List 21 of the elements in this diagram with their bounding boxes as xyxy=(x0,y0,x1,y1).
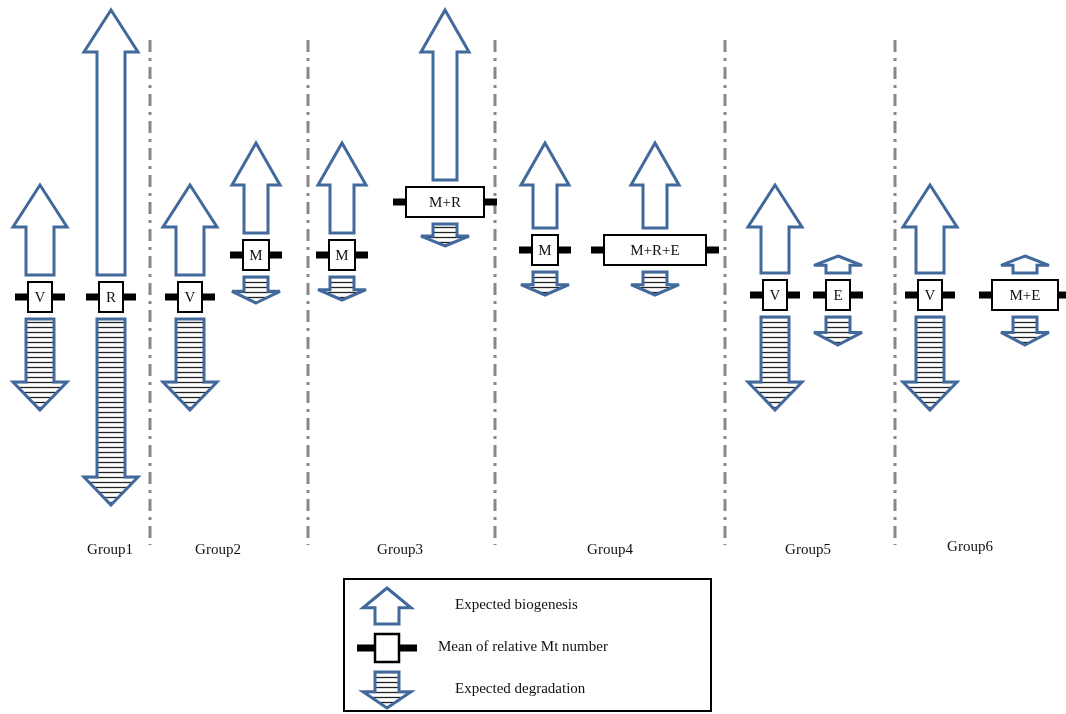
legend-text: Expected degradation xyxy=(455,680,586,697)
mean-box: V xyxy=(177,281,203,313)
mean-box: M xyxy=(242,239,270,271)
group-label: Group2 xyxy=(195,541,241,558)
mean-box: M+R+E xyxy=(603,234,707,266)
group-label: Group1 xyxy=(87,541,133,558)
mean-box: V xyxy=(27,281,53,313)
mean-box: E xyxy=(825,279,851,311)
group-label: Group6 xyxy=(947,538,993,555)
group-label: Group4 xyxy=(587,541,633,558)
mean-box: V xyxy=(917,279,943,311)
group-label: Group3 xyxy=(377,541,423,558)
mean-box: V xyxy=(762,279,788,311)
legend-text: Expected biogenesis xyxy=(455,596,578,613)
mean-box: M+R xyxy=(405,186,485,218)
mean-box: M xyxy=(328,239,356,271)
mean-box: M+E xyxy=(991,279,1059,311)
legend-text: Mean of relative Mt number xyxy=(438,638,608,655)
mean-box: M xyxy=(531,234,559,266)
mean-box: R xyxy=(98,281,124,313)
group-label: Group5 xyxy=(785,541,831,558)
